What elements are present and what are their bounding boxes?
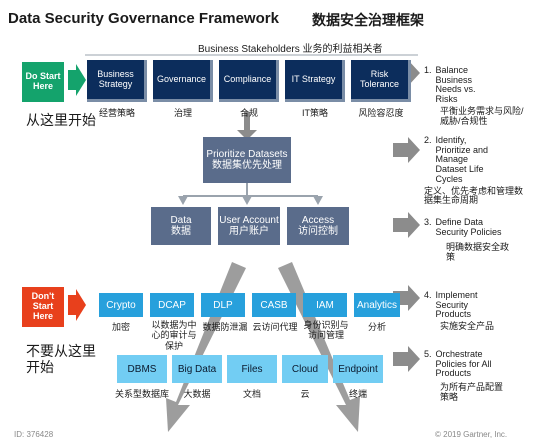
data-zh: 数据 [171,226,191,237]
start-arrow-icon [68,64,86,96]
footer-copyright: © 2019 Gartner, Inc. [435,430,508,439]
dont-start-here-zh: 不要从这里开始 [26,343,96,376]
product-crypto: Crypto [99,293,143,317]
store-endpoint: Endpoint [333,355,383,383]
box-access: Access 访问控制 [287,207,349,245]
box-business-strategy: Business Strategy [87,60,147,102]
zh-it-strategy: IT策略 [302,108,328,118]
access-zh: 访问控制 [298,226,338,237]
data-label: Data [170,215,192,226]
product-dcap: DCAP [150,293,194,317]
step-5-zh: 为所有产品配置策略 [440,382,504,402]
product-casb: CASB [252,293,296,317]
step-3-num: 3. [424,217,432,227]
zh-endpoint: 终端 [348,389,367,399]
step-4-zh: 实施安全产品 [440,321,495,332]
step-1-text: Balance Business Needs vs. Risks [435,65,476,105]
box-prioritize-datasets: Prioritize Datasets 数据集优先处理 [203,137,291,183]
product-analytics: Analytics [354,293,400,317]
step-4-text: Implement Security Products [435,290,478,320]
user-account-label: User Account [219,215,279,226]
step-2-text: Identify, Prioritize and Manage Dataset … [435,135,489,184]
start-here-badge: Do Start Here [22,62,64,102]
zh-files: 文档 [242,389,261,399]
store-files: Files [227,355,277,383]
step-4: 4. Implement Security Products 实施安全产品 [424,290,529,332]
dont-start-here-badge: Don't Start Here [22,287,64,327]
product-dlp: DLP [201,293,245,317]
zh-big-data: 大数据 [183,389,211,399]
store-cloud: Cloud [282,355,328,383]
zh-dcap: 以数据为中心的审计与保护 [151,320,197,351]
step-4-num: 4. [424,290,432,300]
step5-arrow-icon [393,346,420,372]
box-it-strategy: IT Strategy [285,60,345,102]
store-dbms: DBMS [117,355,167,383]
zh-dbms: 关系型数据库 [114,389,169,399]
step-3-zh: 明确数据安全政策 [446,242,510,263]
step-5-num: 5. [424,349,432,359]
step-5-text: Orchestrate Policies for All Products [435,349,492,379]
prioritize-label: Prioritize Datasets [206,149,288,160]
start-here-zh: 从这里开始 [26,112,96,128]
step-2-num: 2. [424,135,432,145]
zh-compliance: 合规 [239,108,258,118]
zh-casb: 云访问代理 [252,322,298,332]
down-arrow-icon [237,112,257,140]
zh-cloud: 云 [300,389,310,399]
step-2-zh: 定义、优先考虑和管理数据集生命周期 [424,185,524,206]
zh-governance: 治理 [173,108,192,118]
step-1-num: 1. [424,65,432,75]
zh-analytics: 分析 [367,322,386,332]
step3-arrow-icon [393,212,420,238]
box-governance: Governance [153,60,213,102]
prioritize-zh: 数据集优先处理 [212,160,282,171]
footer-id: ID: 376428 [14,430,54,439]
box-compliance: Compliance [219,60,279,102]
step-3: 3. Define Data Security Policies 明确数据安全政… [424,217,529,263]
box-data: Data 数据 [151,207,211,245]
dont-start-arrow-icon [68,289,86,321]
diagram-title: Data Security Governance Framework [8,10,279,27]
step-1-zh: 平衡业务需求与风险/威胁/合规性 [440,105,524,126]
box-user-account: User Account 用户账户 [218,207,280,245]
box-risk-tolerance: Risk Tolerance [351,60,411,102]
step-1: 1. Balance Business Needs vs. Risks 平衡业务… [424,65,529,126]
step-2: 2. Identify, Prioritize and Manage Datas… [424,135,529,206]
zh-risk-tolerance: 风险容忍度 [358,108,404,118]
diagonal-arrow-right-icon [278,262,360,432]
step-5: 5. Orchestrate Policies for All Products… [424,349,529,403]
zh-business-strategy: 经营策略 [98,108,135,118]
user-account-zh: 用户账户 [229,226,269,237]
stakeholders-label: Business Stakeholders 业务的利益相关者 [198,44,383,55]
step2-arrow-icon [393,137,420,163]
store-big-data: Big Data [172,355,222,383]
zh-crypto: 加密 [111,322,130,332]
access-label: Access [301,215,335,226]
step-3-text: Define Data Security Policies [435,217,502,237]
zh-iam: 身份识别与访问管理 [303,320,349,341]
diagram-title-zh: 数据安全治理框架 [312,12,424,28]
zh-dlp: 数据防泄漏 [202,322,248,332]
product-iam: IAM [303,293,347,317]
